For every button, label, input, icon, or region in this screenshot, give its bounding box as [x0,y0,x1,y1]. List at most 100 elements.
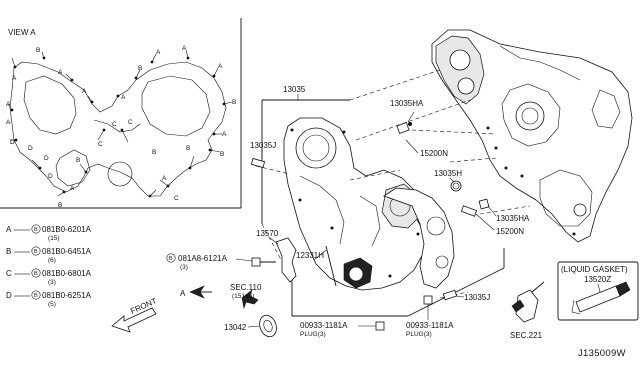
svg-text:B: B [138,65,142,72]
svg-text:B: B [34,249,38,255]
legend-row-a: A B 081B0-6201A (15) [6,224,92,242]
label-081a8-qty: (3) [180,264,188,271]
legend-row-d: D B 081B0-6251A (5) [6,290,92,308]
legend-row-c: C B 081B0-6801A (3) [6,268,92,286]
svg-text:B: B [58,202,62,209]
label-081a8: 081A8-6121A [178,254,228,263]
svg-text:D: D [44,155,49,162]
bolt-081a8 [251,257,276,267]
seal-13035ha-top [396,111,415,134]
svg-text:081B0-6451A: 081B0-6451A [42,247,92,256]
svg-text:A: A [12,75,17,82]
svg-text:A: A [162,175,167,182]
svg-text:B: B [36,47,40,54]
svg-text:A: A [218,63,223,70]
view-a-lower-cutout [55,149,91,187]
front-arrow-icon: FRONT [111,296,158,333]
label-13570: 13570 [256,229,279,238]
svg-text:081B0-6251A: 081B0-6251A [42,291,92,300]
label-plug-right-part: 00933-1181A [406,321,454,330]
view-a-left-cutout [23,75,77,135]
svg-text:B: B [34,227,38,233]
label-plug-right-note: PLUG(3) [406,331,432,338]
view-a-right-cutout [141,75,211,137]
svg-text:B: B [232,99,236,106]
svg-text:A: A [180,289,186,298]
svg-text:A: A [222,131,227,138]
svg-text:A: A [156,49,161,56]
plug-left [375,321,385,331]
view-a-panel: VIEW A [0,18,242,209]
oring-13035h [450,180,462,192]
liquid-gasket-box: (LIQUID GASKET) 13520Z [557,261,639,321]
pin-15200n-mid [460,205,478,217]
diagram-id: J135009W [578,348,626,359]
gasket-box-part: 13520Z [584,275,611,284]
label-13042: 13042 [224,323,247,332]
oil-seal-13042 [259,314,277,338]
bolt-symbol-icon [31,290,41,300]
svg-text:B: B [76,157,80,164]
svg-text:D: D [28,145,33,152]
engine-block [431,29,633,243]
svg-text:C: C [128,119,133,126]
bolt-symbol-icon [166,253,176,263]
svg-text:B: B [186,145,190,152]
svg-text:C: C [98,141,103,148]
svg-text:A: A [121,94,126,101]
view-a-bolt-markers [10,56,226,198]
svg-text:B: B [169,256,173,262]
label-13035: 13035 [283,85,306,94]
svg-text:081B0-6801A: 081B0-6801A [42,269,92,278]
svg-text:(3): (3) [48,279,56,286]
svg-text:C: C [112,121,117,128]
part-labels: 13035 13035HA 15200N 13035J 13035H 13035… [166,85,543,340]
svg-text:C: C [174,195,179,202]
svg-text:D: D [10,139,15,146]
view-a-cover-outline [9,61,227,197]
svg-text:081B0-6201A: 081B0-6201A [42,225,92,234]
dashed-leaders [255,129,531,299]
svg-text:(15): (15) [48,235,60,242]
svg-text:A: A [6,101,11,108]
pin-13035j-right [442,289,458,301]
view-a-callout-letters: A B A A B A A A A B A B C C C A A D D D … [6,45,236,209]
assembly-frame [261,69,505,317]
svg-text:(5): (5) [48,301,56,308]
label-plug-left-note: PLUG(3) [300,331,326,338]
svg-text:B: B [152,149,156,156]
svg-text:C: C [6,269,12,278]
view-arrow-a: A [180,285,212,299]
label-sec221: SEC.221 [510,331,543,340]
svg-text:B: B [34,293,38,299]
svg-text:A: A [58,69,63,76]
svg-text:A: A [6,225,12,234]
sensor-sec221 [511,281,545,323]
bolt-symbol-icon [31,246,41,256]
label-sec110-sub: (15146) [232,293,254,300]
label-15200n-top: 15200N [420,149,448,158]
plug-right [423,295,433,305]
svg-text:B: B [220,151,224,158]
view-a-center-channel [93,119,141,133]
label-12331h: 12331H [296,251,324,260]
bracket-13570 [275,237,297,283]
svg-text:A: A [82,88,87,95]
view-a-label: VIEW A [8,28,36,37]
svg-text:A: A [6,119,11,126]
label-13035j-left: 13035J [250,141,276,150]
svg-text:A: A [70,185,75,192]
svg-text:D: D [48,173,53,180]
seal-13035ha-mid [478,198,490,210]
svg-text:(6): (6) [48,257,56,264]
label-15200n-mid: 15200N [496,227,524,236]
stud-12331h [325,245,337,287]
label-13035h: 13035H [434,169,462,178]
svg-text:D: D [6,291,12,300]
label-13035j-right: 13035J [464,293,490,302]
svg-text:A: A [182,45,187,52]
rear-cover-section [383,187,455,289]
label-sec110: SEC.110 [230,283,262,292]
bolt-symbol-icon [31,224,41,234]
